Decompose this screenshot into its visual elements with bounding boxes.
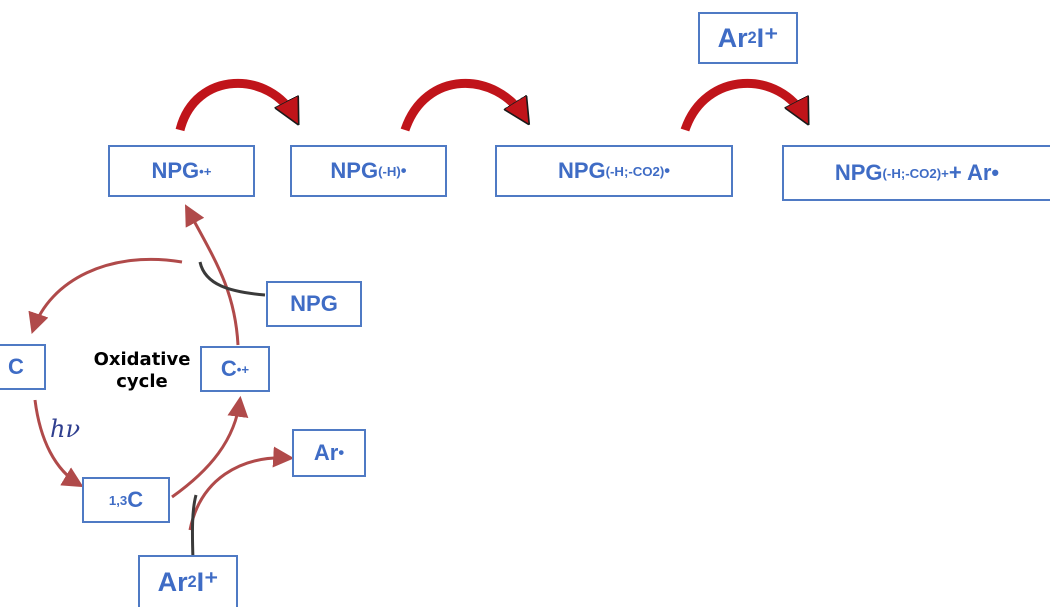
curved-arrow-3 xyxy=(680,79,805,132)
npg-minus-h-co2-box: NPG(-H;-CO2)• xyxy=(495,145,733,197)
npg-radical-cation-box: NPG•+ xyxy=(108,145,255,197)
box4-main: NPG xyxy=(834,160,883,185)
catalyst-radical-cation-box: C•+ xyxy=(200,346,270,392)
hv-label: hν xyxy=(50,415,80,443)
cycle-label-line2: cycle xyxy=(116,370,168,392)
excited-sup: 1,3 xyxy=(108,492,128,508)
box2-sup: • xyxy=(400,161,407,180)
cycle-label-line1: Oxidative xyxy=(93,349,191,370)
cycle-arc-right-lower xyxy=(171,395,249,499)
ar-radical-sup: • xyxy=(338,443,345,462)
catalyst-box: C xyxy=(0,344,46,390)
curved-arrow-1 xyxy=(175,79,295,132)
reagent-bottom-main: Ar xyxy=(157,566,188,597)
cycle-arc-right-upper xyxy=(185,204,240,346)
box4-sub: (-H;-CO2) xyxy=(882,165,942,181)
cycle-arc-left-upper xyxy=(28,257,183,334)
oxidative-cycle-label: Oxidative cycle xyxy=(92,349,192,392)
reagent-bottom-rest: I⁺ xyxy=(196,566,219,597)
box3-main: NPG xyxy=(557,158,606,183)
reagent-top-rest: I⁺ xyxy=(756,22,779,53)
reagent-entry-line xyxy=(190,494,198,561)
reagent-top-main: Ar xyxy=(717,22,748,53)
box1-sup: •+ xyxy=(199,163,212,179)
c-radical-sup: •+ xyxy=(236,361,250,377)
box4-sup: + xyxy=(941,165,949,181)
npg-cation-plus-ar-box: NPG(-H;-CO2)+ + Ar• xyxy=(782,145,1050,201)
reagent-top-sub: 2 xyxy=(747,28,757,47)
catalyst-label: C xyxy=(8,354,24,379)
npg-label: NPG xyxy=(290,291,338,316)
cycle-arc-left-lower xyxy=(33,399,84,488)
ar-radical-main: Ar xyxy=(313,440,339,465)
hv-text: hν xyxy=(50,415,81,443)
curved-arrow-2 xyxy=(400,79,525,132)
ar-radical-branch xyxy=(188,446,295,531)
reagent-bottom-sub: 2 xyxy=(187,572,197,591)
aryl-radical-box: Ar• xyxy=(292,429,366,477)
box1-main: NPG xyxy=(151,158,200,183)
box4-rest: + Ar• xyxy=(948,160,1000,185)
box3-sub: (-H;-CO2) xyxy=(605,163,665,179)
box2-sub: (-H) xyxy=(378,163,401,179)
box2-main: NPG xyxy=(330,158,379,183)
npg-entry-curve xyxy=(198,261,266,297)
box3-sup: • xyxy=(664,161,671,180)
npg-box: NPG xyxy=(266,281,362,327)
excited-main: C xyxy=(127,487,144,512)
c-radical-main: C xyxy=(220,356,237,381)
npg-minus-h-box: NPG(-H)• xyxy=(290,145,447,197)
